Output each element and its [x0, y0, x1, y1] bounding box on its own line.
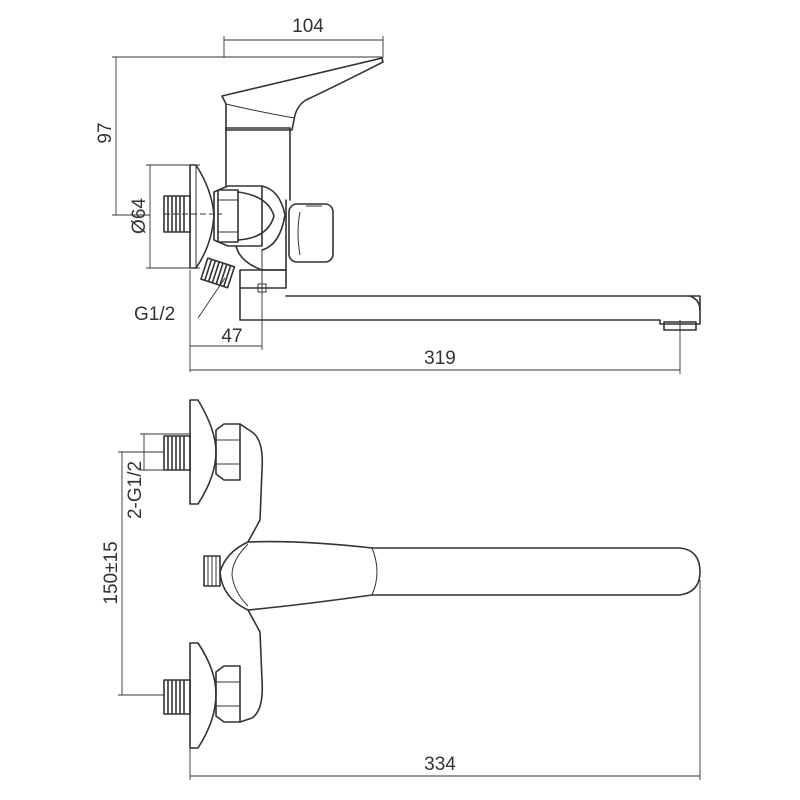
diverter-knob: [288, 203, 334, 263]
diverter-stem: [203, 555, 221, 587]
dimension-150-15: 150±15: [101, 451, 164, 696]
plan-view: 2-G1/2 150±15 334: [101, 399, 701, 780]
mixer-body-plan: [239, 423, 264, 723]
dim-334-label: 334: [424, 754, 456, 775]
horizontal-inlet-thread: [163, 195, 222, 233]
hex-connector: [213, 185, 286, 251]
dim-319-label: 319: [424, 348, 456, 369]
dim-diameter-label: Ø64: [129, 198, 150, 234]
mixer-body: [225, 127, 291, 293]
lower-inlet: [163, 642, 241, 749]
dimension-97: 97: [95, 56, 382, 216]
upper-inlet: [163, 399, 241, 505]
lever-handle: [221, 57, 384, 131]
angled-inlet-thread: [200, 257, 236, 289]
dimension-334: 334: [189, 580, 701, 780]
dim-inlet-threads-label: 2-G1/2: [125, 461, 146, 519]
dim-104-label: 104: [292, 16, 324, 37]
dimension-47: 47: [189, 270, 263, 372]
lever-spout-plan: [219, 540, 701, 611]
dim-inlet-spacing-label: 150±15: [101, 541, 122, 604]
spout: [239, 287, 701, 332]
side-elevation-view: 104 97 Ø64 G1/2 47: [95, 16, 701, 374]
dimension-104: 104: [223, 16, 384, 58]
dim-97-label: 97: [95, 122, 116, 143]
dim-47-label: 47: [221, 326, 242, 347]
wall-flange: [189, 164, 215, 269]
dimension-g12-leader: G1/2: [134, 277, 226, 325]
dimension-319: 319: [190, 330, 681, 374]
dim-thread-label: G1/2: [134, 304, 175, 325]
